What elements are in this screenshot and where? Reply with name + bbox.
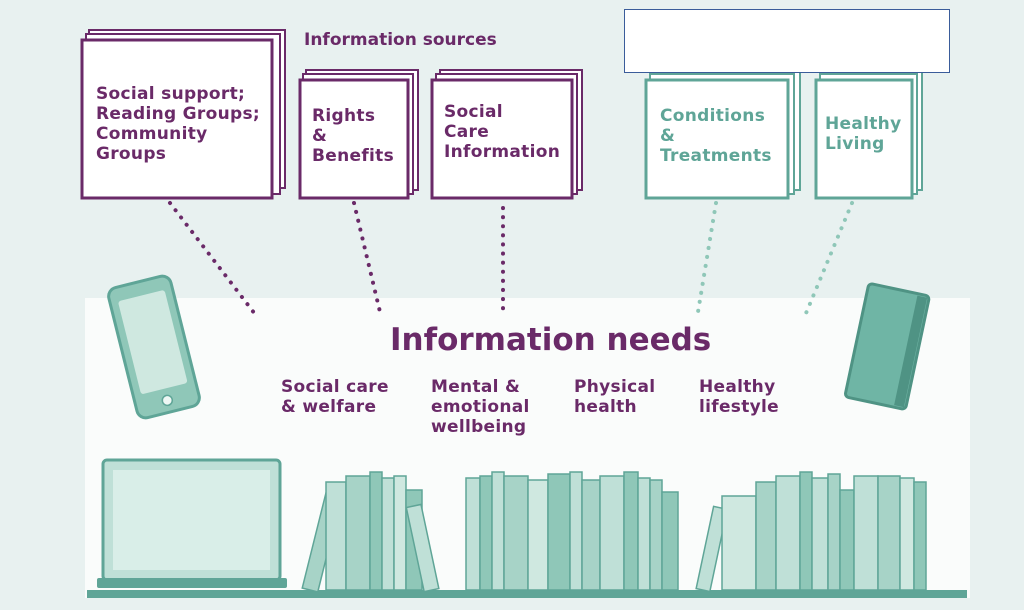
connectors xyxy=(168,201,854,320)
need-social-care-welfare: Social care & welfare xyxy=(281,377,389,417)
connector-social-support xyxy=(168,201,260,320)
book-shelf xyxy=(87,590,967,598)
laptop-icon xyxy=(97,458,287,588)
need-mental-emotional: Mental & emotional wellbeing xyxy=(431,377,530,437)
connector-healthy-living xyxy=(802,201,854,320)
source-label-social-care: Social Care Information xyxy=(444,102,561,162)
source-book-healthy-living xyxy=(814,69,923,200)
need-healthy-lifestyle: Healthy lifestyle xyxy=(699,377,779,417)
source-label-conditions: Conditions & Treatments xyxy=(660,106,772,166)
blank-overlay-box xyxy=(624,9,950,73)
source-book-social-care xyxy=(430,69,583,200)
need-physical-health: Physical health xyxy=(574,377,656,417)
shelf-books-group-3 xyxy=(695,471,927,593)
connector-rights-benefits xyxy=(352,201,382,314)
source-label-healthy-living: Healthy Living xyxy=(825,114,902,154)
needs-title: Information needs xyxy=(390,322,712,358)
phone-icon xyxy=(107,274,201,420)
shelf-books-group-1 xyxy=(301,471,440,593)
source-book-rights-benefits xyxy=(298,69,419,200)
source-label-rights-benefits: Rights & Benefits xyxy=(312,106,394,166)
sources-title: Information sources xyxy=(304,30,497,50)
source-book-conditions xyxy=(644,69,801,200)
connector-conditions xyxy=(696,201,718,314)
source-label-social-support: Social support; Reading Groups; Communit… xyxy=(96,84,260,164)
shelf-books-group-2 xyxy=(465,471,679,591)
tablet-icon xyxy=(844,282,931,411)
source-book-social-support xyxy=(80,29,286,200)
